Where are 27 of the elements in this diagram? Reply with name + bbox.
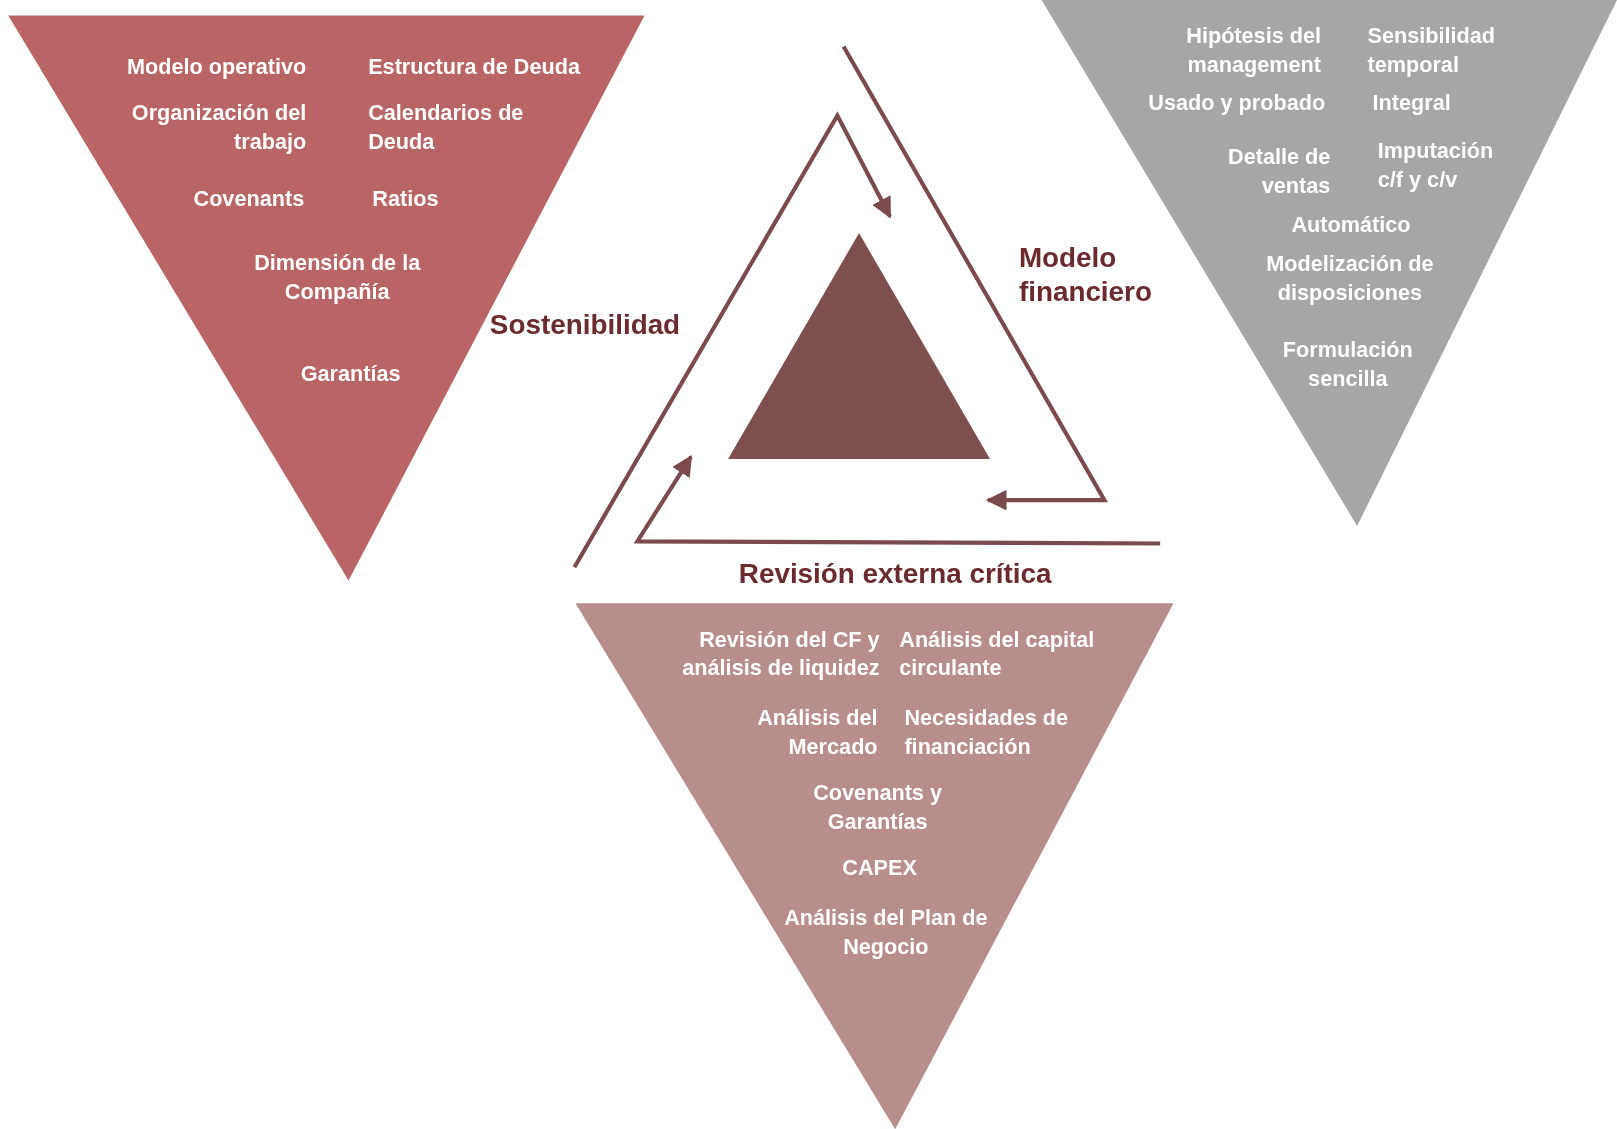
list-item: Organización del trabajo xyxy=(130,99,307,156)
heading-label: Modelo financiero xyxy=(1018,241,1153,310)
list-item: Usado y probado xyxy=(1148,89,1326,117)
list-item: Detalle de ventas xyxy=(1227,143,1331,199)
list-item: Análisis del capital circulante xyxy=(899,626,1096,682)
list-item: Estructura de Deuda xyxy=(368,53,580,81)
list-item: Covenants y Garantías xyxy=(812,779,943,836)
list-item: Imputación c/f y c/v xyxy=(1377,137,1495,194)
list-item: Modelo operativo xyxy=(127,53,307,81)
list-item: Dimensión de la Compañía xyxy=(253,249,422,306)
list-item: CAPEX xyxy=(842,853,917,881)
list-item: Sensibilidad temporal xyxy=(1367,22,1496,79)
list-item: Calendarios de Deuda xyxy=(368,99,525,155)
list-item: Garantías xyxy=(300,359,401,387)
list-item: Análisis del Mercado xyxy=(756,704,878,760)
list-item: Necesidades de financiación xyxy=(904,704,1070,760)
list-item: Análisis del Plan de Negocio xyxy=(783,904,989,961)
list-item: Integral xyxy=(1372,89,1451,117)
list-item: Hipótesis del management xyxy=(1185,22,1322,79)
list-item: Revisión del CF y análisis de liquidez xyxy=(681,626,880,682)
heading-label: Revisión externa crítica xyxy=(738,556,1052,591)
list-item: Ratios xyxy=(372,185,439,213)
list-item: Automático xyxy=(1291,211,1411,239)
heading-label: Sostenibilidad xyxy=(489,308,681,343)
list-item: Formulación sencilla xyxy=(1281,336,1414,392)
list-item: Modelización de disposiciones xyxy=(1265,250,1435,307)
list-item: Covenants xyxy=(193,185,305,213)
